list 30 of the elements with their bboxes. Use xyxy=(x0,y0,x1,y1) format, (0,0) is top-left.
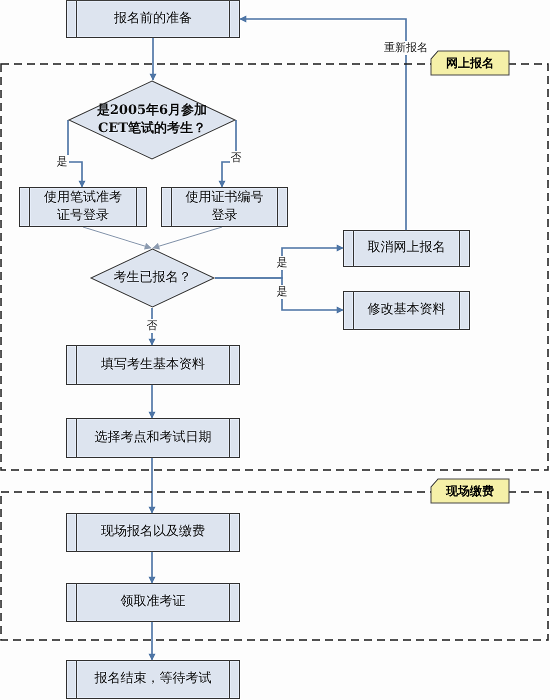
decision-diamond: 考生已报名？ xyxy=(90,248,215,308)
process-box: 使用笔试准考证号登录 xyxy=(19,187,147,227)
arrow xyxy=(148,552,156,584)
edge-label: 是 xyxy=(276,285,288,299)
group-label: 网上报名 xyxy=(430,50,510,76)
arrow xyxy=(148,622,156,661)
process-box: 领取准考证 xyxy=(66,583,240,622)
edge-label: 是 xyxy=(56,155,68,169)
arrow xyxy=(239,16,407,230)
edge-label: 是 xyxy=(276,256,288,270)
arrow xyxy=(82,226,152,250)
group-label: 现场缴费 xyxy=(430,478,510,504)
process-box: 报名前的准备 xyxy=(66,0,240,38)
arrow xyxy=(152,226,222,250)
arrow xyxy=(150,38,156,81)
edge-label: 否 xyxy=(230,151,242,165)
process-box: 使用证书编号登录 xyxy=(161,187,288,227)
arrow xyxy=(215,277,344,314)
process-box: 选择考点和考试日期 xyxy=(66,418,240,458)
process-box: 报名结束，等待考试 xyxy=(66,660,240,699)
process-box: 修改基本资料 xyxy=(343,291,470,330)
edge-label: 重新报名 xyxy=(383,41,429,55)
arrow xyxy=(148,458,156,514)
arrow xyxy=(148,385,156,419)
process-box: 填写考生基本资料 xyxy=(66,345,240,385)
process-box: 现场报名以及缴费 xyxy=(66,513,240,552)
arrow xyxy=(67,120,86,188)
edge-label: 否 xyxy=(146,319,158,333)
process-box: 取消网上报名 xyxy=(343,230,470,267)
dashed-group-frame xyxy=(1,478,548,640)
